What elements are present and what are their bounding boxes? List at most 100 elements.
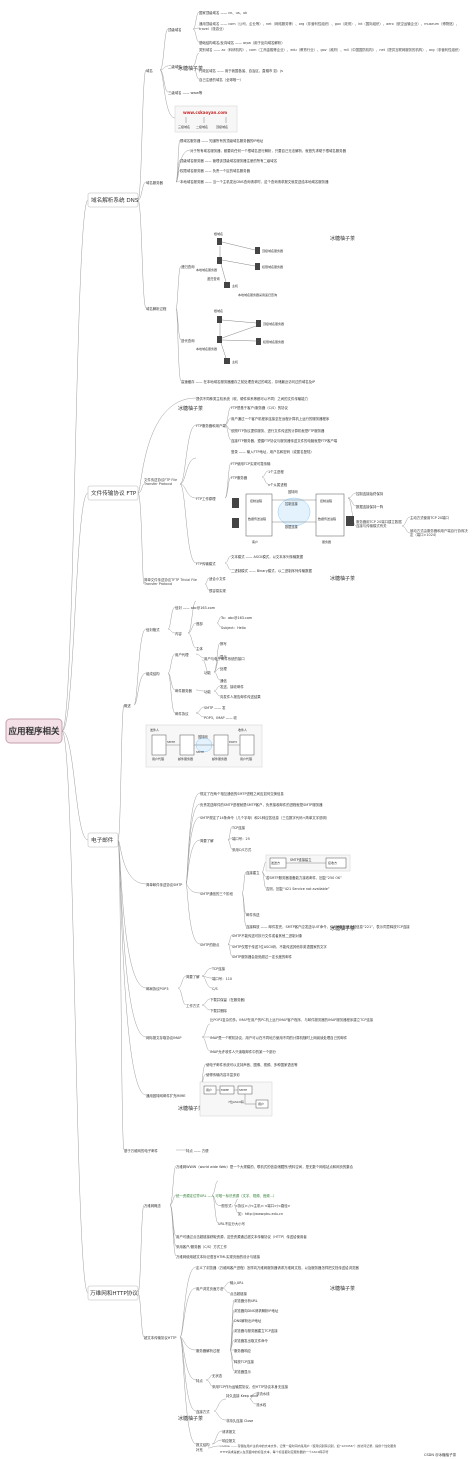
fig-note: 递归查询 xyxy=(207,276,220,281)
branch-www[interactable]: 万维网和HTTP协议 xyxy=(87,1285,139,1301)
ftp-fig-net: 因特网 xyxy=(288,489,298,494)
email-ua-desc: 用户与电子邮件系统的接口 xyxy=(204,656,245,661)
ftp-main-label: 文件传送协议FTP File Transfer Protocol xyxy=(144,478,178,487)
http-access-item: 输入URL xyxy=(230,1280,244,1285)
example-url: www.cskaoyan.com xyxy=(183,110,227,115)
smtp-basics-item: 端口号：25 xyxy=(232,836,250,841)
email-ua-func-label: 功能 xyxy=(204,670,211,675)
imap-label: 网际报文存取协议IMAP xyxy=(146,1035,181,1040)
branch-email[interactable]: 电子邮件 xyxy=(87,832,119,848)
smtp-fig-node: 接收方 xyxy=(328,860,337,865)
root-node[interactable]: 应用程序相关 xyxy=(5,718,63,744)
pop3-basics-item: TCP连接 xyxy=(211,966,226,971)
recursive-query-figure: 根域名 顶级域名服务器 权限域名服务器 递归查询 本地域名服务器 主机 本地域名… xyxy=(196,231,283,297)
dns-second-level-item: 类别域名 —— ac（科研机构）、com（工商金融等企业）、edu（教育行业）、… xyxy=(199,48,462,52)
dns-cache: 高速缓存 —— 在本地域名服务器缓存之前处理查询过的域名，存储最近访问过的域名及… xyxy=(181,379,315,384)
ftp-server-item: FTP是基于客户/服务器（C/S）的协议 xyxy=(231,405,288,410)
smtp-three-stage-label: SMTP通信的三个阶段 xyxy=(200,891,234,896)
mime-fig-node: 用户 xyxy=(206,1087,212,1092)
http-feature: 采用TCP作为运输层协议，但HTTP协议本身无连接 xyxy=(212,1384,289,1389)
http-process-label: 服务器解析过程 xyxy=(196,1348,220,1353)
ftp-port-item: 主动方式使用TCP 20端口 xyxy=(410,515,449,520)
email-body-label: 主体 xyxy=(196,646,203,651)
bg-watermark: 冰糖柚子茶 xyxy=(330,575,355,582)
branch-dns[interactable]: 域名解析系统 DNS xyxy=(87,192,139,208)
ftp-server-item: 用户通过一个客户机程序连接至在远程计算机上运行的服务器程序 xyxy=(231,416,330,421)
smtp-drawback: SMTP不能传送可执行文件或者其他二进制对象 xyxy=(232,933,303,938)
dns-server-item: 本地域名服务器 —— 当一个主机发出DNS查询请求时，这个查询请求报文就发送给本… xyxy=(180,179,329,184)
ftp-intro: 提供不同种类主机系统（软、硬件体系等都可以不同）之间的文件传输能力 xyxy=(196,396,308,401)
email-ua-func: 显示 xyxy=(220,655,227,659)
dns-resolution-label: 域名解析过程 xyxy=(146,306,167,311)
ftp-ports-label: 服务器用TCP 20端口建立数据连接与传输模式有关 xyxy=(356,520,402,529)
www-url-label: 统一资源定位符URL —— 可唯一标识资源（文字、视频、音频...） xyxy=(176,1193,276,1198)
email-fig-caption: 收件人 xyxy=(238,727,247,732)
smtp-item: SMTP规定了14条命令（几个字母）和21种应答信息（三位数字代码+简单文字说明… xyxy=(200,815,329,820)
fig-local: 本地域名服务器 xyxy=(196,267,217,272)
email-protocols-label: 邮件协议 xyxy=(175,711,189,716)
imap-item: IMAP允许收件人只读取邮件中的某一个部分 xyxy=(210,1049,277,1054)
ftp-server-process-label: FTP服务器和用户端 xyxy=(196,423,226,428)
smtp-release: 连接释放 —— 邮件发完，SMTP客户应发送QUIT命令，SMTP服务器返回信息… xyxy=(246,924,410,929)
email-header-item: Subject：Hello xyxy=(221,626,246,630)
imap-item: 比POP3复杂的多。IMAP在用户的PC机上运行IMAP客户程序，与邮件服务器的… xyxy=(210,1018,374,1022)
smtp-item: 负责发送邮件的SMTP进程就是SMTP客户，负责接收邮件的进程就是SMTP服务器 xyxy=(200,802,323,807)
ftp-control-item: 数据连接保持一阵 xyxy=(356,504,384,509)
email-overview-label: 概述 xyxy=(124,703,131,708)
ftp-control-item: 控制连接始终保持 xyxy=(356,491,384,496)
example-part: 顶级域名 xyxy=(216,124,228,129)
www-url-form: 一般形式：<协议>://<主机>:<端口>/<路径> xyxy=(218,1203,291,1208)
http-message-item: 响应报文 xyxy=(222,1438,236,1443)
ftp-server-part: n个从属进程 xyxy=(268,482,288,487)
dns-server-item: 对于所有域名服务器，都要向任何一个根域名进行解析，只要自己无法解析，就首先求助于… xyxy=(190,148,347,153)
mime-label: 通用因特网邮件扩充MIME xyxy=(146,1093,186,1098)
smtp-connect-label: 连接建立 xyxy=(246,870,260,875)
pop3-basics-label: 简要了解 xyxy=(186,974,200,979)
ftp-port-item: 被动方式由服务器和用户端自行协商决定（端口>1024） xyxy=(410,529,468,538)
fig-auth: 权限域名服务器 xyxy=(262,264,283,269)
ftp-diagram: 控制进程 数据传送进程 客户 因特网 控制连接 数据连接 控制进程 数据传送进程… xyxy=(232,489,354,544)
ftp-access-item: FTP使用TCP实现可靠传输 xyxy=(231,461,271,466)
example-part: 三级域名 xyxy=(178,124,190,129)
dns-servers-label: 域名服务器 xyxy=(146,180,164,185)
fig-tld: 顶级域名服务器 xyxy=(263,321,284,326)
http-feature: 无状态 xyxy=(212,1373,223,1378)
dns-third-level: 三级域名 —— www等 xyxy=(168,90,203,95)
http-cookie: cookie —— 存储在用户主机中的文本文件，记录一段时间内某用户（使用识别码… xyxy=(220,1444,397,1448)
fig-local: 本地域名服务器 xyxy=(196,346,217,351)
smtp-fig-node: 发送方 xyxy=(271,860,280,865)
www-concept-item: 采用客户/服务器（C/S）方式工作 xyxy=(176,1244,227,1249)
ftp-content: 提供不同种类主机系统（软、硬件体系等都可以不同）之间的文件传输能力 文件传送协议… xyxy=(144,396,468,593)
dns-domain: 域名 顶级域名 国家顶级域名 —— cn、us、uk 通用顶级域名 —— com… xyxy=(146,10,462,133)
branch-ftp[interactable]: 文件传输协议 FTP xyxy=(87,485,139,501)
iterative-query-figure: 根域名 顶级域名服务器 权限域名服务器 本地域名服务器 主机 xyxy=(196,308,284,364)
dns-top-level-item: 国家顶级域名 —— cn、us、uk xyxy=(199,10,247,15)
branch-ftp-label: 文件传输协议 FTP xyxy=(91,489,137,497)
http-process-step: 浏览器与服务器建立TCP连接 xyxy=(234,1328,278,1333)
dns-top-level-item: 通用顶级域名 —— com（公司、企业等）、net（网络服务等）、org（非营利… xyxy=(199,22,460,31)
email-fig-proto: POP3 xyxy=(229,740,237,744)
fig-auth: 权限域名服务器 xyxy=(263,339,284,344)
smtp-basics-label: 简要了解 xyxy=(200,838,214,843)
branch-dns-label: 域名解析系统 DNS xyxy=(91,196,139,204)
www-concept-item: 万维网使用超文本标记语言HTML实现页面的设计与链接 xyxy=(176,1254,261,1259)
email-fig-node: 用户代理 xyxy=(240,756,252,761)
dns-top-level-item: 基础结构域名/反向域名 —— arpa（用于反向域名解析） xyxy=(199,40,285,45)
mime-fig-node: 用户 xyxy=(258,1101,264,1106)
ftp-work-server: FTP服务器 xyxy=(231,475,248,480)
email-fig-node: 邮件服务器 xyxy=(178,756,193,761)
email-fig-proto: SMTP xyxy=(167,740,175,744)
email-fig-net: 因特网 xyxy=(198,734,208,739)
pop3-basics-item: 端口号：110 xyxy=(212,976,232,981)
ftp-server-part: 1个主进程 xyxy=(268,469,284,474)
email-protocol-item: POP3、IMAP —— 收 xyxy=(204,715,238,720)
dns-domain-label: 域名 xyxy=(146,68,153,73)
smtp-figure: 发送方 SMTP连接建立 接收方 xyxy=(265,854,351,872)
dns-server-item: 顶级域名服务器 —— 管理该顶级域名服务器注册的所有二级域名 xyxy=(180,158,277,163)
bg-watermark: 冰糖柚子茶 xyxy=(178,65,203,72)
smtp-item: 规定了在两个相互通信的SMTP进程之间应如何交换信息 xyxy=(200,791,284,796)
ftp-server-item: 依照FTP协议提供服务、进行文件传送的计算机就是FTP服务器 xyxy=(231,428,325,433)
root-label: 应用程序相关 xyxy=(8,726,60,737)
email-components-label: 组成结构 xyxy=(146,671,160,676)
